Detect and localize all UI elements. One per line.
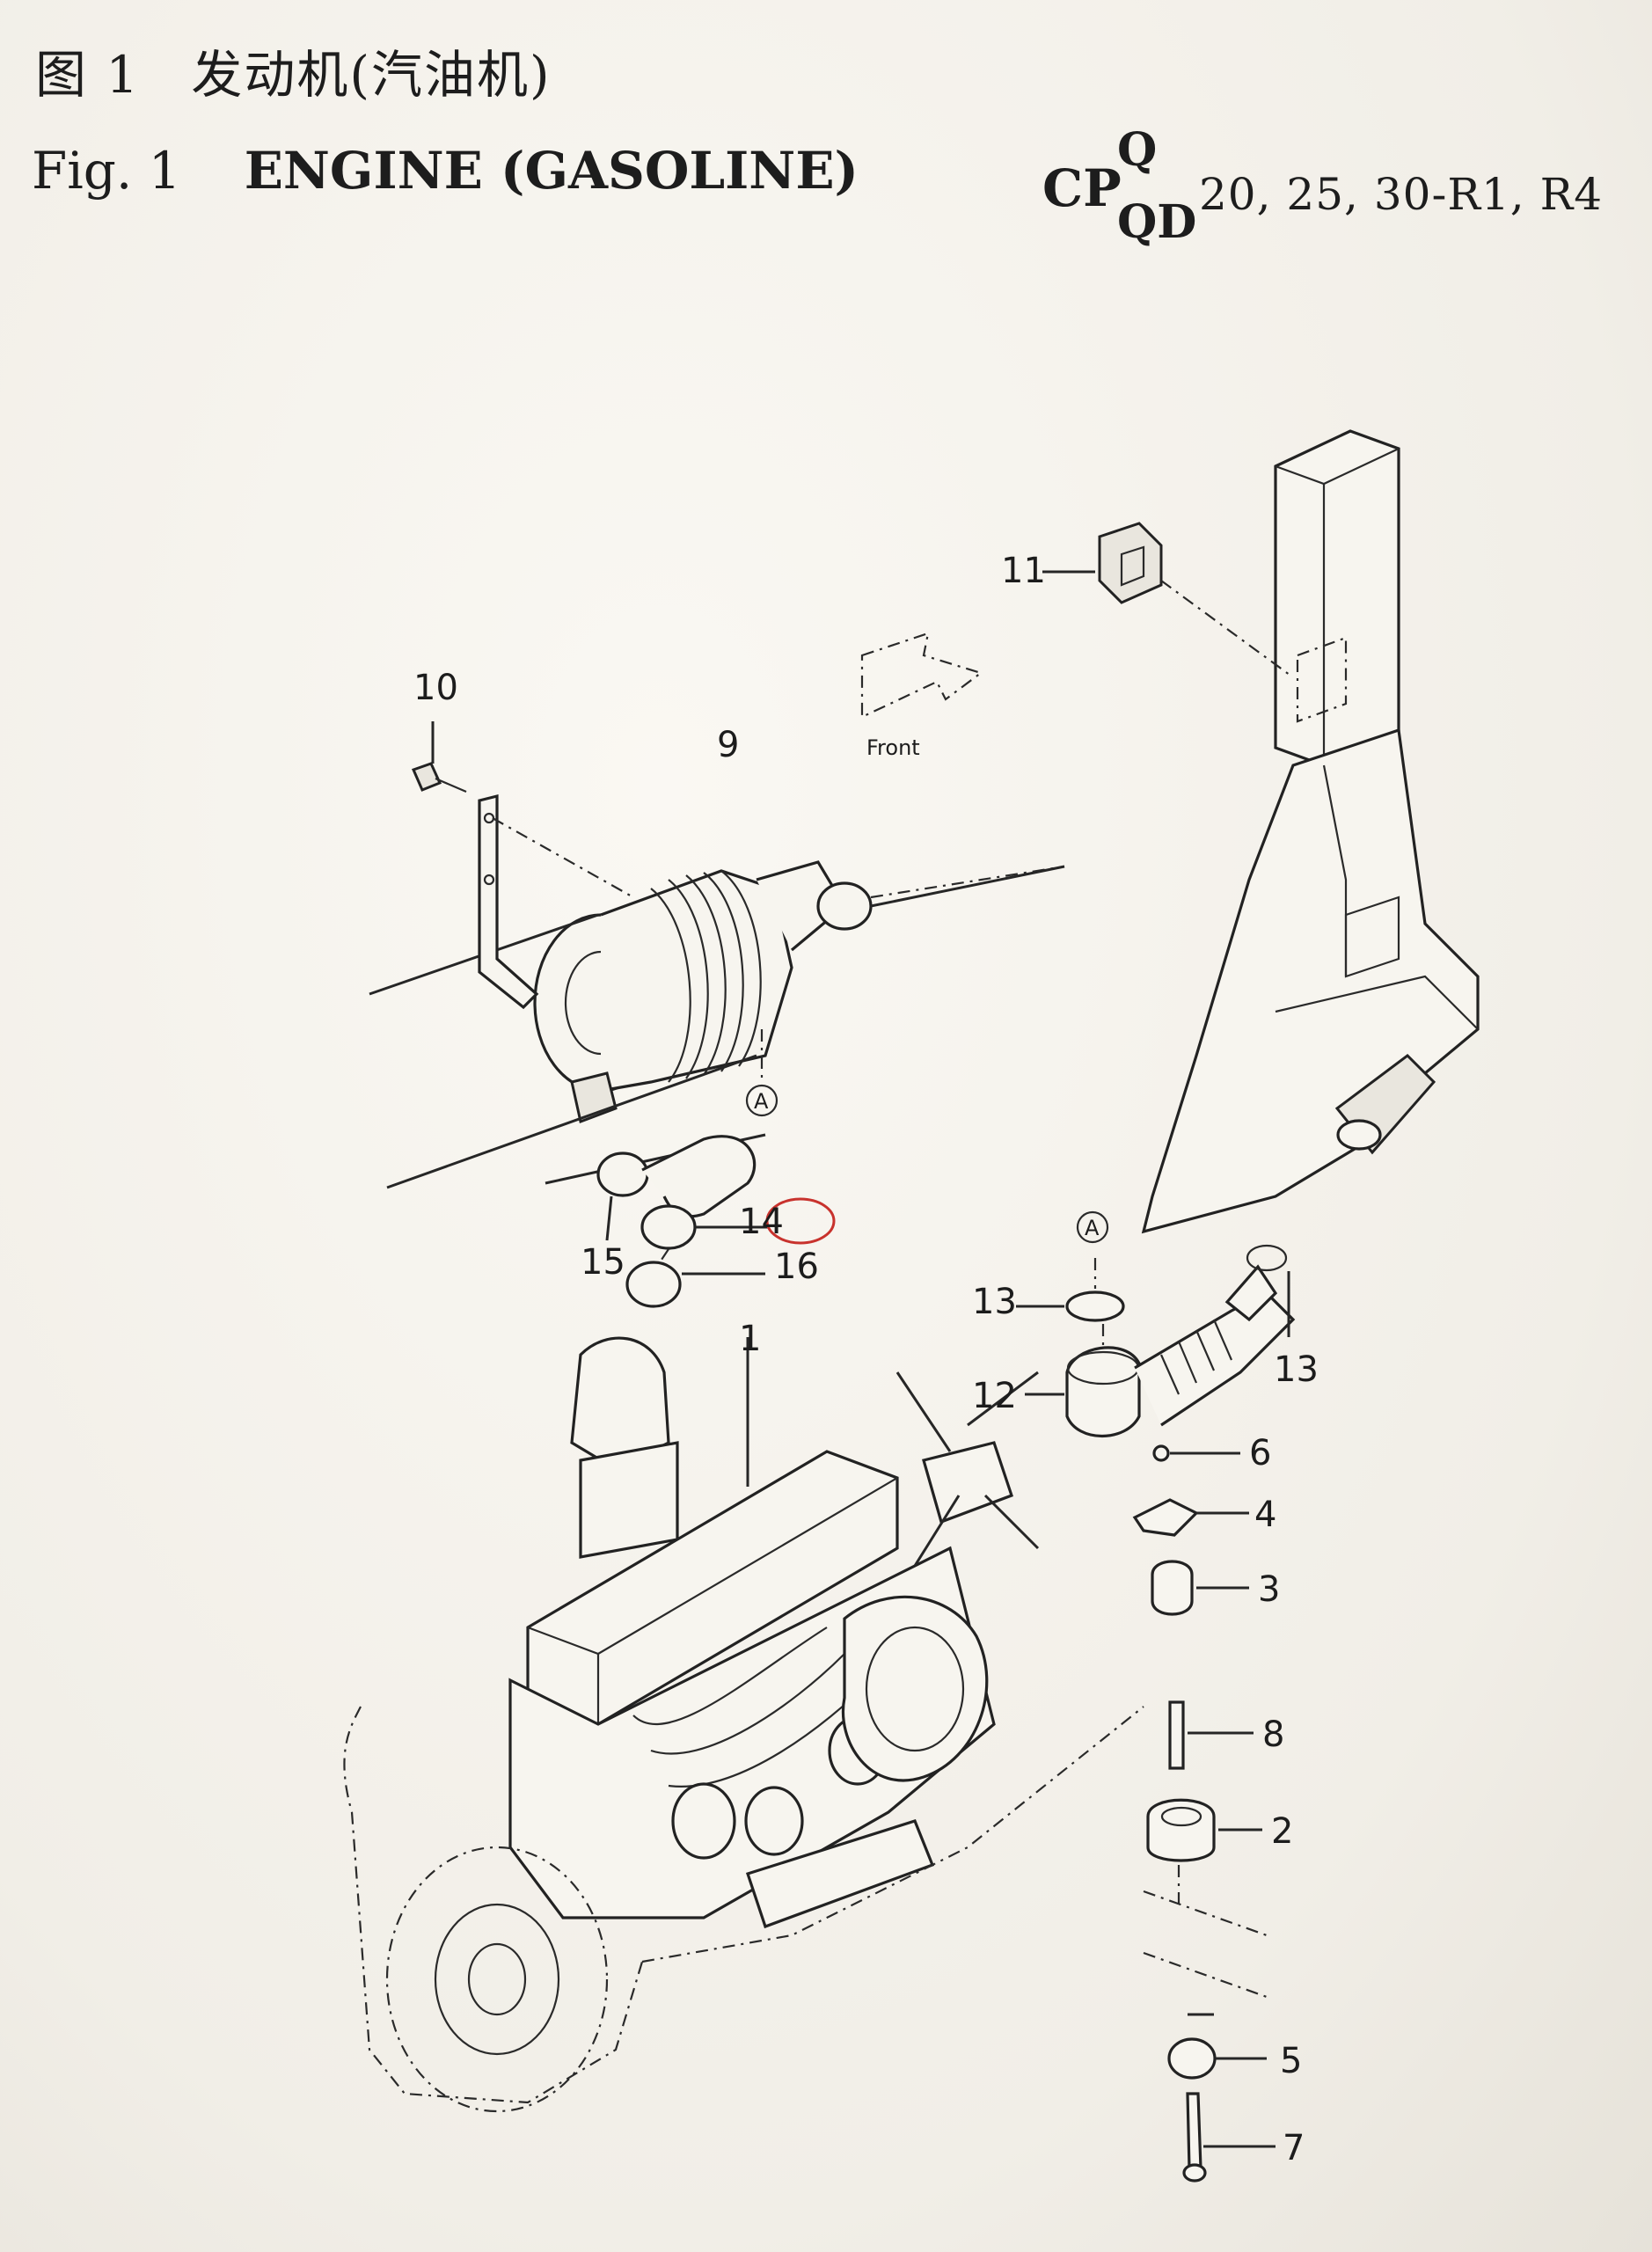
callout-9: 9 [717,725,739,765]
svg-text:A: A [1085,1216,1100,1240]
front-label: Front [866,735,920,760]
engine-mount-stack [1132,1444,1276,2183]
callout-14: 14 [739,1202,784,1242]
callout-6: 6 [1249,1433,1271,1473]
callout-12: 12 [972,1376,1017,1416]
callout-10: 10 [413,668,458,708]
part-11-bracket [1042,522,1294,678]
svg-text:A: A [754,1089,769,1114]
highlight-circle-14 [765,1197,836,1245]
chinese-title-text: 发动机(汽油机) [191,45,552,105]
callout-11: 11 [1001,551,1046,591]
part-1-engine [343,1336,1144,2113]
callout-8: 8 [1262,1715,1284,1755]
callout-1: 1 [739,1319,761,1359]
callout-15: 15 [581,1242,625,1283]
chinese-title: 图 1 发动机(汽油机) [35,33,552,107]
english-fig-number: Fig. 1 [32,141,181,201]
model-prefix: CP [1042,158,1122,218]
model-designation: CP Q QD 20, 25, 30-R1, R4 [1042,123,1641,264]
callout-5: 5 [1280,2041,1302,2081]
intake-duct [1141,429,1480,1234]
model-range: 20, 25, 30-R1, R4 [1199,169,1604,220]
callout-2: 2 [1271,1811,1293,1852]
front-arrow: Front [860,632,983,760]
chinese-fig-number: 图 1 [35,45,141,105]
part-9-air-cleaner [369,860,1065,1189]
part-10-bolt-bracket [411,721,634,1010]
model-subscript: QD [1117,195,1197,249]
callout-13b: 13 [1274,1349,1319,1390]
mark-a-2: A [1076,1210,1109,1244]
english-title-text: ENGINE (GASOLINE) [244,141,859,201]
callout-4: 4 [1254,1495,1276,1535]
callout-7: 7 [1283,2128,1305,2168]
part-12-elbow [1016,1244,1296,1437]
callout-16: 16 [774,1247,819,1287]
hose-set [545,1133,770,1308]
mark-a-1: A [745,1029,778,1117]
model-superscript: Q [1117,123,1158,177]
callout-3: 3 [1258,1569,1280,1610]
english-title: Fig. 1 ENGINE (GASOLINE) [32,141,859,201]
callout-13a: 13 [972,1282,1017,1322]
